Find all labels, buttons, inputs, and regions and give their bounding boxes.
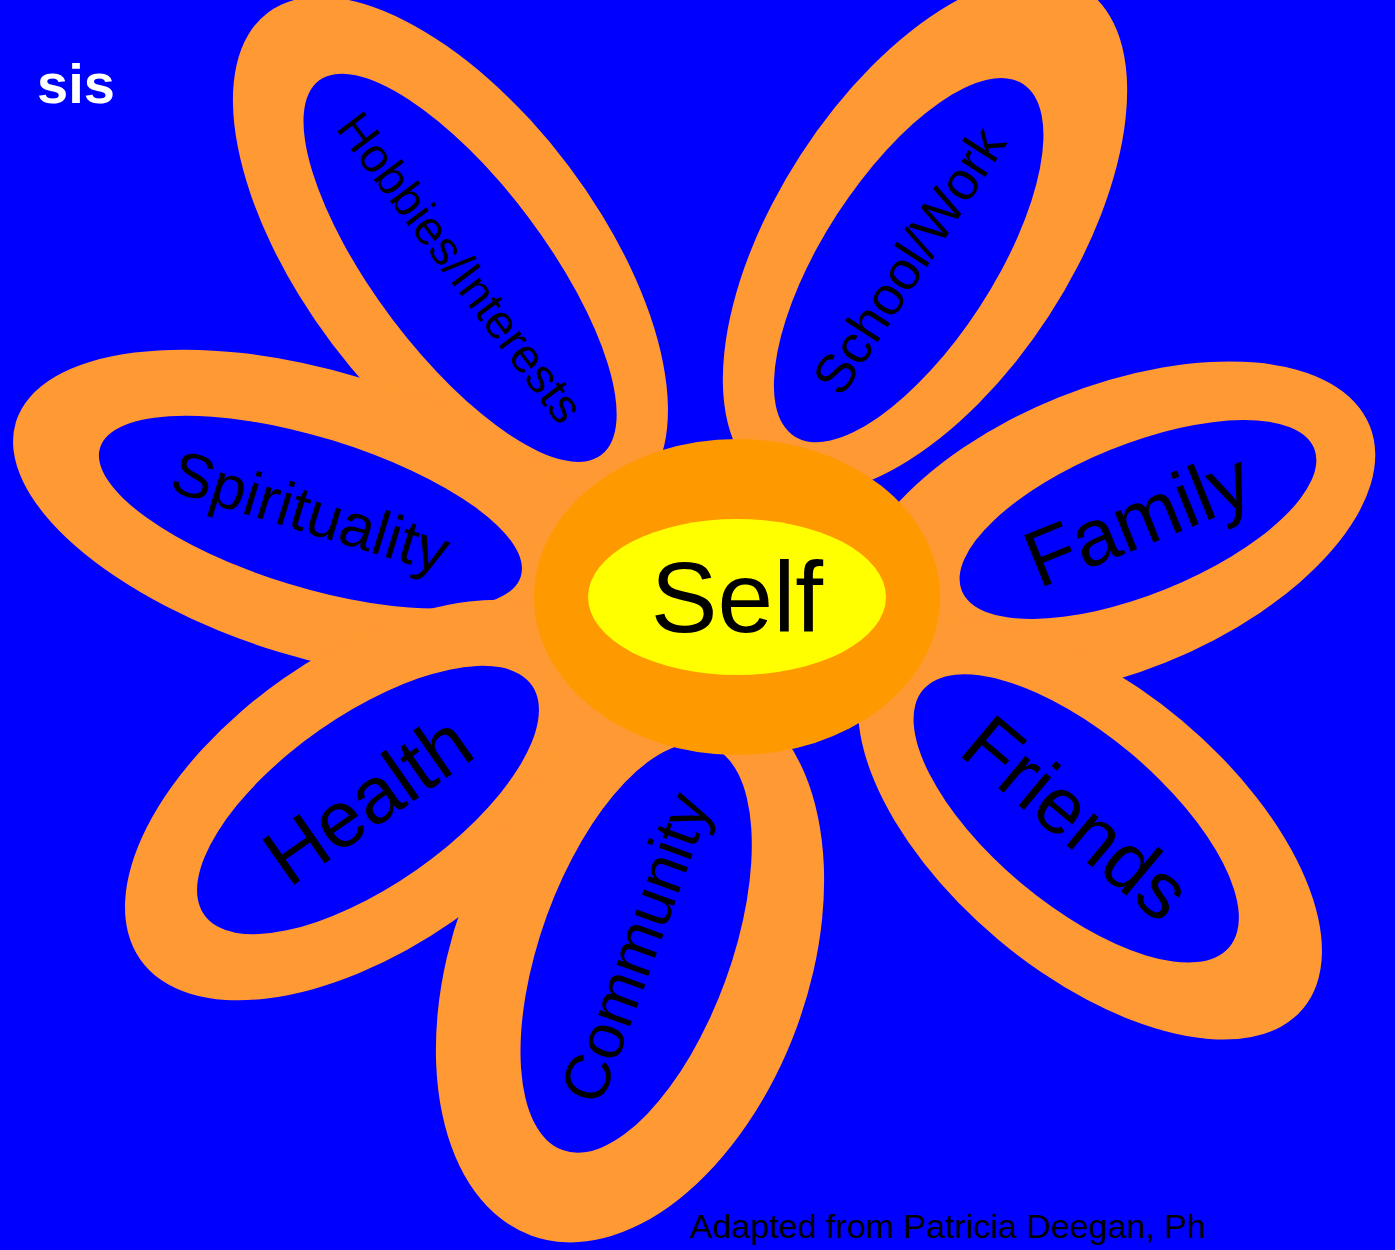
center-label: Self [651, 540, 823, 655]
slide-title: sis [37, 52, 115, 116]
self-center: Self [532, 437, 942, 757]
center-ring [534, 439, 940, 755]
petal-outline [785, 542, 1395, 1118]
petal-inner [934, 379, 1343, 660]
petal-outline [364, 633, 896, 1250]
title-box: sis [37, 52, 115, 116]
petal-inner [868, 625, 1284, 1012]
caption-box: Adapted from Patricia Deegan, Ph [690, 1208, 1206, 1245]
self-ellipse [588, 519, 886, 675]
petal-inner [473, 714, 799, 1183]
source-caption: Adapted from Patricia Deegan, Ph [690, 1208, 1206, 1245]
